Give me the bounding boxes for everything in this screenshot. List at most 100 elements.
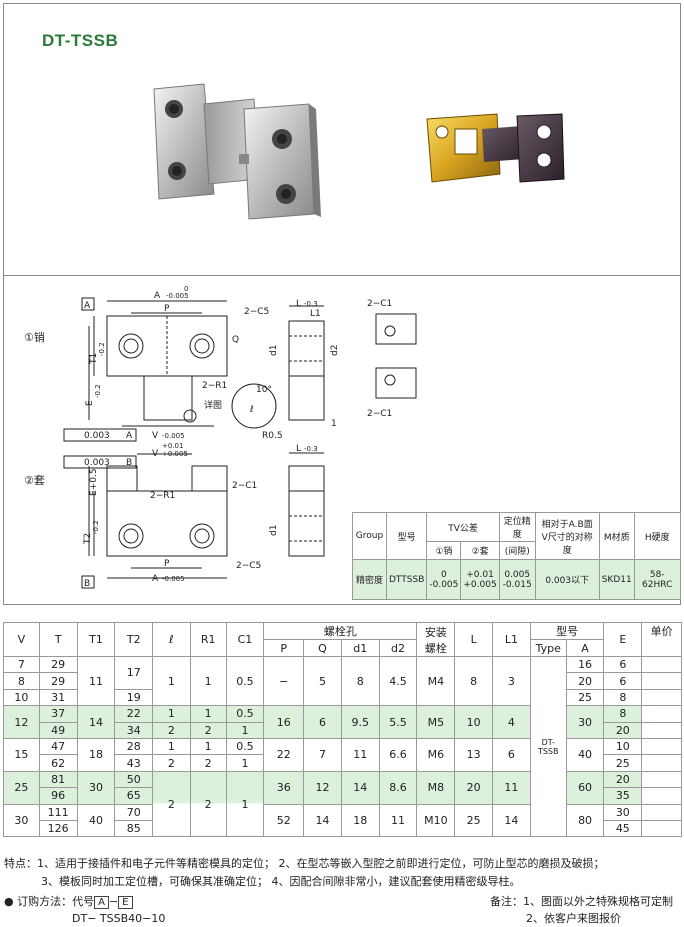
- h-bolt: 螺栓孔: [263, 622, 418, 640]
- cell: 10: [3, 688, 40, 707]
- cell: 30: [565, 705, 605, 739]
- dim-2c1-bottom: 2−C1: [367, 409, 392, 419]
- cell: 22: [114, 705, 154, 723]
- cell: 17: [114, 656, 154, 690]
- cell: 8: [454, 655, 494, 707]
- cell: 25: [565, 688, 605, 707]
- order-label: 订购方法：代号: [17, 895, 95, 908]
- spec-h-tv: TV公差: [426, 512, 500, 542]
- cell: M4: [416, 655, 456, 707]
- cell: 2: [189, 754, 227, 772]
- h-e: E: [603, 622, 643, 657]
- note-line-2: 3、模板同时加工定位槽，可确保其准确定位； 4、因配合间隙非常小，建议配套使用精…: [41, 875, 521, 888]
- cell: 4: [492, 705, 531, 739]
- technical-drawing-panel: A B ①销 ②套 0 A -0.005 P 2−C5 Q T1 -0.2 E …: [3, 275, 681, 605]
- cell: 2: [152, 754, 191, 772]
- features-notes: 特点：1、适用于接插件和电子元件等精密模具的定位； 2、在型芯等嵌入型腔之前即进…: [4, 855, 605, 891]
- spec-r-pos: 0.005-0.015: [498, 559, 536, 600]
- dim-a-top: A: [154, 291, 161, 301]
- h-c1: C1: [225, 622, 265, 657]
- cell: 20: [603, 770, 643, 789]
- cell: 6: [303, 705, 342, 739]
- dim-2c1-b: 2−C1: [232, 481, 257, 491]
- bullet-icon: ●: [4, 895, 14, 908]
- cell: 1: [189, 737, 227, 756]
- dim-e-pin: E: [85, 400, 95, 406]
- h-q: Q: [303, 639, 342, 657]
- order-example: DT− TSSB40−10: [72, 912, 166, 925]
- cell: 31: [38, 688, 78, 707]
- cell: 20: [454, 770, 494, 805]
- cell: 15: [3, 737, 40, 772]
- cell: 6: [603, 672, 643, 690]
- dim-detail: 详图: [204, 399, 222, 411]
- silver-product-image: [153, 83, 321, 220]
- cell: 10: [454, 705, 494, 739]
- h-model: 型号: [529, 622, 605, 640]
- note-line-1: 特点：1、适用于接插件和电子元件等精密模具的定位； 2、在型芯等嵌入型腔之前即进…: [4, 857, 605, 870]
- cell: 2: [189, 721, 227, 739]
- cell: 60: [565, 770, 605, 805]
- price-cell: [641, 737, 682, 756]
- dim-e-pin-tol: -0.2: [94, 384, 102, 398]
- cell: 1: [152, 737, 191, 756]
- dim-v-sleeve: V: [152, 449, 159, 459]
- spec-r-sym: 0.003以下: [534, 559, 600, 600]
- cell: 7: [3, 655, 40, 674]
- price-cell: [641, 688, 682, 707]
- dim-2c5: 2−C5: [244, 307, 269, 317]
- cell: 40: [565, 737, 605, 772]
- cell: 0.5: [225, 737, 265, 756]
- cell: 9.5: [340, 705, 380, 739]
- h-d1: d1: [340, 639, 380, 657]
- cell: 1: [225, 770, 265, 838]
- dim-p-b: P: [164, 559, 170, 569]
- cell: 29: [38, 672, 78, 690]
- cell: 96: [38, 787, 78, 805]
- spec-h-material: M材质: [598, 512, 635, 560]
- cell: 25: [454, 803, 494, 838]
- type-cell: DT-TSSB: [529, 655, 567, 838]
- dim-l-bottom: L: [296, 444, 301, 454]
- cell: 49: [38, 721, 78, 739]
- cell: 81: [38, 770, 78, 789]
- h-d2: d2: [378, 639, 418, 657]
- cell: 2: [152, 721, 191, 739]
- cell: 2: [189, 770, 227, 838]
- dim-a-top-lower: -0.005: [166, 292, 189, 300]
- remark-line-1: 备注：1、图面以外之特殊规格可定制: [490, 895, 673, 908]
- dim-e-sleeve: E+0.5: [89, 468, 99, 496]
- cell: −: [263, 655, 305, 707]
- h-price: 单价: [641, 622, 682, 657]
- cell: 1: [152, 705, 191, 723]
- cell: 14: [303, 803, 342, 838]
- price-cell: [641, 705, 682, 723]
- dim-2c1-top: 2−C1: [367, 299, 392, 309]
- cell: 8: [340, 655, 380, 707]
- dim-l1: L1: [310, 309, 321, 319]
- cell: 3: [492, 655, 531, 707]
- cell: 20: [565, 672, 605, 690]
- dim-d2: d2: [330, 345, 340, 356]
- cell: 37: [38, 705, 78, 723]
- cell: 19: [114, 688, 154, 707]
- cell: 28: [114, 737, 154, 756]
- dim-a-b: A: [152, 574, 159, 584]
- h-v: V: [3, 622, 40, 657]
- cell: 70: [114, 803, 154, 821]
- cell: 12: [303, 770, 342, 805]
- price-cell: [641, 819, 682, 838]
- dim-l-top-tol: -0.3: [304, 300, 318, 308]
- cell: 10: [603, 737, 643, 756]
- cell: 20: [603, 721, 643, 739]
- datum-a-label: A: [84, 301, 91, 311]
- cell: M6: [416, 737, 456, 772]
- cell: 11: [340, 737, 380, 772]
- dim-a-top-upper: 0: [184, 285, 188, 293]
- cell: 4.5: [378, 655, 418, 707]
- cell: 25: [3, 770, 40, 805]
- h-ell: ℓ: [152, 622, 191, 657]
- cell: 1: [152, 655, 191, 707]
- cell: 45: [603, 819, 643, 838]
